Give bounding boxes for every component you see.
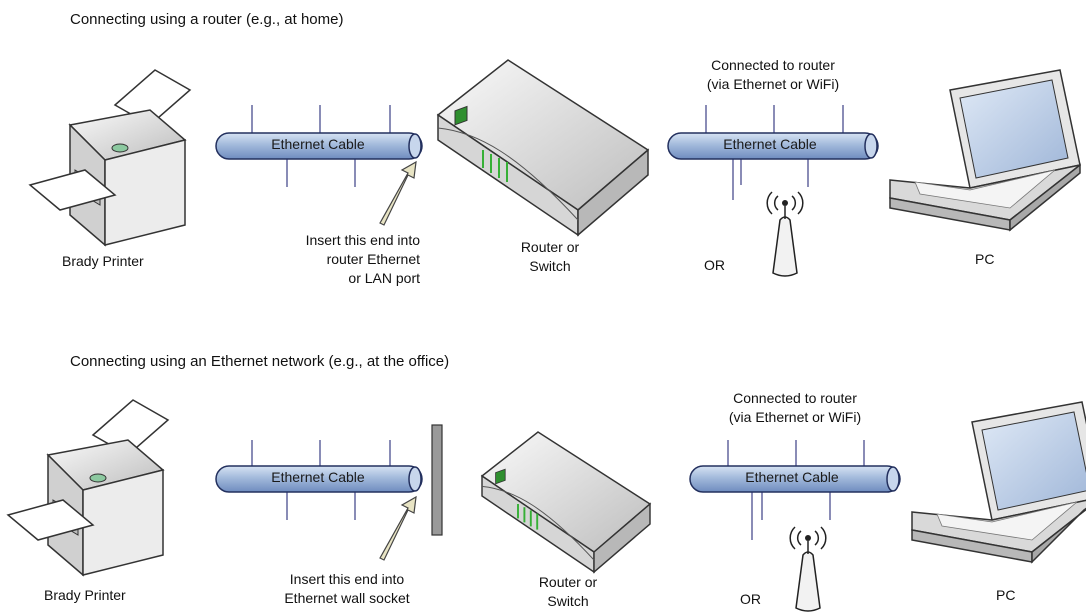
- cable-label: Ethernet Cable: [745, 469, 839, 485]
- insert-note-line: Insert this end into: [289, 571, 405, 587]
- printer-label: Brady Printer: [44, 587, 126, 603]
- insert-arrow: [379, 495, 417, 561]
- pc-label: PC: [975, 251, 995, 267]
- ethernet-cable-right: [667, 105, 879, 200]
- ethernet-cable-left: [215, 440, 423, 520]
- insert-note-line: Ethernet wall socket: [284, 590, 410, 606]
- ethernet-cable-left: [215, 105, 423, 187]
- insert-arrow: [379, 160, 417, 226]
- laptop-icon: [889, 69, 1081, 232]
- router-label-line: Router or: [538, 574, 598, 590]
- section-heading: Connecting using a router (e.g., at home…: [70, 11, 344, 28]
- insert-note-line: or LAN port: [348, 270, 420, 286]
- printer-label: Brady Printer: [62, 253, 144, 269]
- wifi-antenna-icon: [766, 191, 804, 277]
- laptop-icon: [911, 401, 1086, 564]
- or-label: OR: [740, 591, 761, 607]
- router-icon: [436, 59, 650, 237]
- insert-note-line: Insert this end into: [305, 232, 420, 248]
- insert-note-line: router Ethernet: [326, 251, 420, 267]
- printer-icon: [6, 399, 170, 577]
- connected-note-line: Connected to router: [733, 390, 857, 406]
- cable-label: Ethernet Cable: [271, 469, 365, 485]
- section-heading: Connecting using an Ethernet network (e.…: [70, 353, 450, 370]
- wifi-antenna-icon: [789, 526, 827, 612]
- router-label-line: Switch: [547, 593, 589, 609]
- printer-icon: [28, 69, 192, 247]
- pc-label: PC: [996, 587, 1016, 603]
- router-icon: [480, 431, 652, 574]
- router-label-line: Router or: [520, 239, 580, 255]
- cable-label: Ethernet Cable: [723, 136, 817, 152]
- connected-note-line: (via Ethernet or WiFi): [706, 76, 840, 92]
- connected-note-line: Connected to router: [711, 57, 835, 73]
- router-label-line: Switch: [529, 258, 571, 274]
- ethernet-cable-right: [689, 440, 901, 540]
- connected-note-line: (via Ethernet or WiFi): [728, 409, 862, 425]
- wall-socket: [431, 424, 443, 536]
- or-label: OR: [704, 257, 725, 273]
- cable-label: Ethernet Cable: [271, 136, 365, 152]
